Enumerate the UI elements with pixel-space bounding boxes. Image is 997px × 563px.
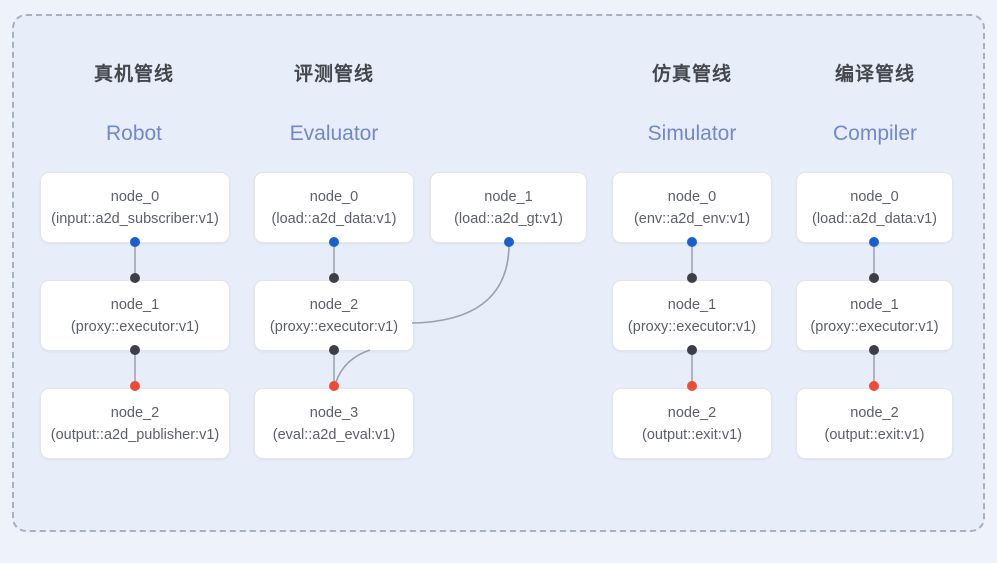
node-type: (load::a2d_gt:v1) bbox=[454, 210, 563, 227]
link-evaluator-2-3 bbox=[333, 350, 335, 386]
port-output-evaluator-node_2[interactable] bbox=[329, 345, 339, 355]
port-output-compiler-node_0[interactable] bbox=[869, 237, 879, 247]
node-type: (load::a2d_data:v1) bbox=[271, 210, 397, 227]
port-output-compiler-node_1[interactable] bbox=[869, 345, 879, 355]
port-output-robot-node_0[interactable] bbox=[130, 237, 140, 247]
port-output-robot-node_1[interactable] bbox=[130, 345, 140, 355]
link-simulator-0-1 bbox=[691, 242, 693, 278]
node-card-robot-node_1[interactable]: node_1 (proxy::executor:v1) bbox=[40, 280, 230, 351]
node-type: (eval::a2d_eval:v1) bbox=[272, 426, 396, 443]
port-output-simulator-node_1[interactable] bbox=[687, 345, 697, 355]
node-card-compiler-node_2[interactable]: node_2 (output::exit:v1) bbox=[796, 388, 953, 459]
node-name: node_0 bbox=[309, 188, 359, 205]
node-card-evaluator-node_1[interactable]: node_1 (load::a2d_gt:v1) bbox=[430, 172, 587, 243]
node-type: (proxy::executor:v1) bbox=[627, 318, 757, 335]
port-output-evaluator-node_0[interactable] bbox=[329, 237, 339, 247]
link-simulator-1-2 bbox=[691, 350, 693, 386]
port-input-robot-node_1[interactable] bbox=[130, 273, 140, 283]
node-type: (proxy::executor:v1) bbox=[269, 318, 399, 335]
node-type: (output::exit:v1) bbox=[824, 426, 925, 443]
node-name: node_2 bbox=[850, 404, 899, 421]
node-type: (load::a2d_data:v1) bbox=[812, 210, 937, 227]
node-name: node_2 bbox=[667, 404, 717, 421]
node-name: node_1 bbox=[850, 296, 899, 313]
port-input-evaluator-node_2[interactable] bbox=[329, 273, 339, 283]
node-card-simulator-node_0[interactable]: node_0 (env::a2d_env:v1) bbox=[612, 172, 772, 243]
port-input-compiler-node_2[interactable] bbox=[869, 381, 879, 391]
node-card-simulator-node_1[interactable]: node_1 (proxy::executor:v1) bbox=[612, 280, 772, 351]
node-card-simulator-node_2[interactable]: node_2 (output::exit:v1) bbox=[612, 388, 772, 459]
port-output-evaluator-node_1[interactable] bbox=[504, 237, 514, 247]
node-card-compiler-node_0[interactable]: node_0 (load::a2d_data:v1) bbox=[796, 172, 953, 243]
node-name: node_0 bbox=[667, 188, 717, 205]
link-evaluator-0-2 bbox=[333, 242, 335, 278]
port-output-simulator-node_0[interactable] bbox=[687, 237, 697, 247]
node-card-evaluator-node_3[interactable]: node_3 (eval::a2d_eval:v1) bbox=[254, 388, 414, 459]
node-type: (output::exit:v1) bbox=[642, 426, 742, 443]
node-type: (env::a2d_env:v1) bbox=[633, 210, 751, 227]
link-compiler-1-2 bbox=[873, 350, 875, 386]
node-card-evaluator-node_2[interactable]: node_2 (proxy::executor:v1) bbox=[254, 280, 414, 351]
port-input-robot-node_2[interactable] bbox=[130, 381, 140, 391]
link-compiler-0-1 bbox=[873, 242, 875, 278]
node-name: node_1 bbox=[110, 296, 160, 313]
link-robot-0-1 bbox=[134, 242, 136, 278]
node-name: node_1 bbox=[484, 188, 533, 205]
port-input-simulator-node_1[interactable] bbox=[687, 273, 697, 283]
port-input-evaluator-node_3[interactable] bbox=[329, 381, 339, 391]
node-card-evaluator-node_0[interactable]: node_0 (load::a2d_data:v1) bbox=[254, 172, 414, 243]
link-robot-1-2 bbox=[134, 350, 136, 386]
node-type: (proxy::executor:v1) bbox=[810, 318, 939, 335]
node-type: (output::a2d_publisher:v1) bbox=[50, 426, 220, 443]
node-card-robot-node_2[interactable]: node_2 (output::a2d_publisher:v1) bbox=[40, 388, 230, 459]
node-name: node_0 bbox=[850, 188, 899, 205]
port-input-compiler-node_1[interactable] bbox=[869, 273, 879, 283]
node-name: node_0 bbox=[110, 188, 160, 205]
node-type: (input::a2d_subscriber:v1) bbox=[51, 210, 219, 227]
node-type: (proxy::executor:v1) bbox=[70, 318, 200, 335]
node-name: node_1 bbox=[667, 296, 717, 313]
node-card-compiler-node_1[interactable]: node_1 (proxy::executor:v1) bbox=[796, 280, 953, 351]
node-name: node_2 bbox=[110, 404, 160, 421]
node-name: node_2 bbox=[309, 296, 359, 313]
node-name: node_3 bbox=[309, 404, 359, 421]
port-input-simulator-node_2[interactable] bbox=[687, 381, 697, 391]
node-card-robot-node_0[interactable]: node_0 (input::a2d_subscriber:v1) bbox=[40, 172, 230, 243]
